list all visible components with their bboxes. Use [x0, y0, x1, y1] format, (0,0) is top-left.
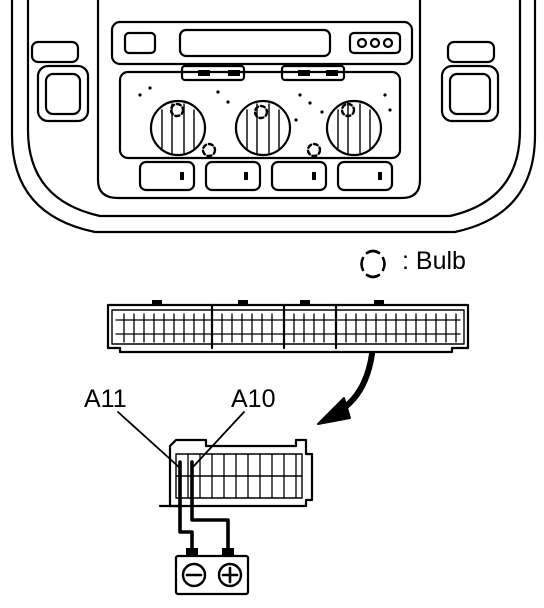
pin-a10-label: A10: [231, 385, 276, 413]
dashboard-panel: [10, 0, 537, 234]
bulb-legend-label: : Bulb: [402, 247, 466, 275]
pin-a11-label: A11: [84, 385, 127, 413]
plus-icon: [217, 562, 243, 588]
pin-leader-lines: [117, 411, 245, 469]
minus-icon: [181, 562, 207, 588]
battery: [174, 548, 250, 596]
bulb-legend-icon: [360, 249, 386, 279]
bulb-marker: [169, 102, 356, 158]
curved-arrow: [317, 351, 375, 425]
enlarged-connector: [158, 438, 314, 508]
connector-strip: [106, 300, 470, 354]
test-leads: [178, 460, 230, 550]
